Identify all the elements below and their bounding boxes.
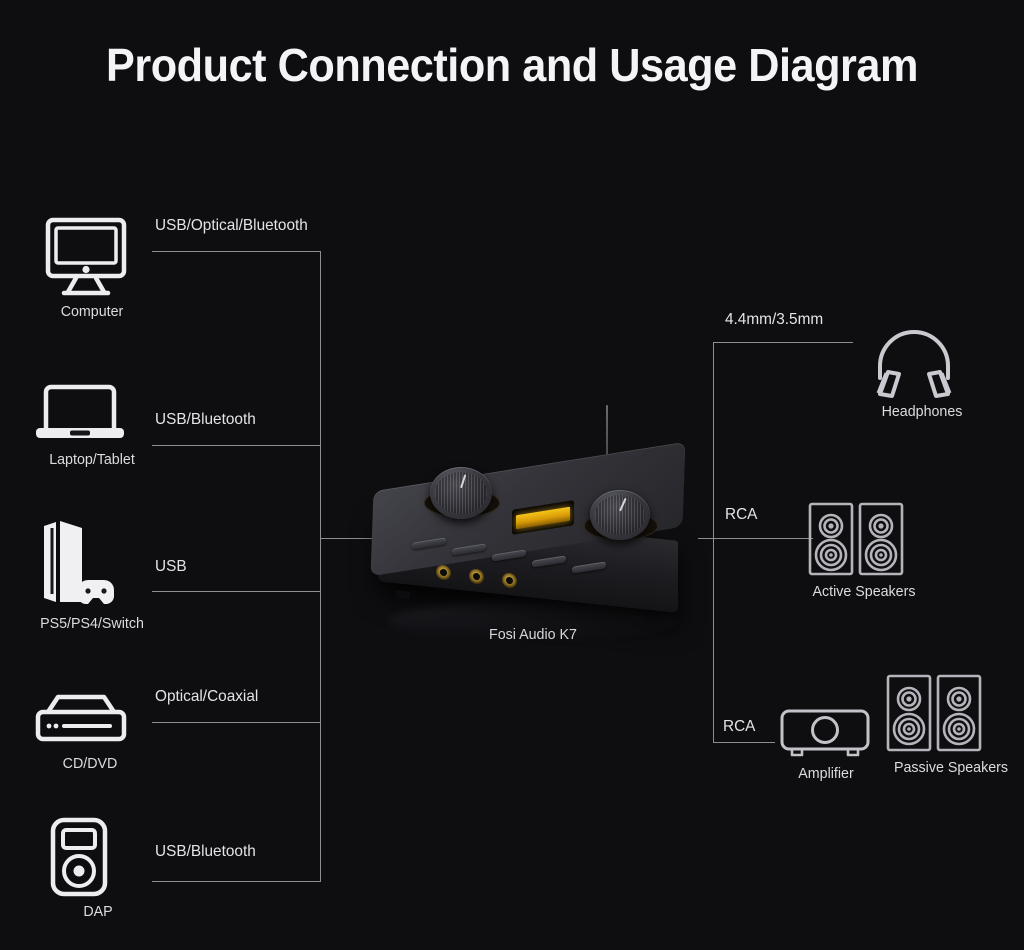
source-node-console: PS5/PS4/Switch <box>22 518 162 632</box>
volume-knob-right[interactable] <box>590 490 650 540</box>
speaker-pair-icon <box>806 500 922 578</box>
device-foot-left <box>396 590 410 600</box>
desktop-monitor-icon <box>42 216 142 298</box>
source-node-computer: Computer <box>42 216 142 320</box>
connection-label-laptop: USB/Bluetooth <box>155 411 256 428</box>
connection-label-headphones: 4.4mm/3.5mm <box>725 311 824 328</box>
wire-branch-amplifier <box>713 742 775 743</box>
wire-branch-laptop <box>152 445 321 446</box>
output-node-passive-speakers: Passive Speakers <box>884 672 1018 776</box>
device-reflection <box>388 601 674 641</box>
wire-branch-console <box>152 591 321 592</box>
amplifier-icon <box>778 708 874 760</box>
volume-knob-left[interactable] <box>430 467 492 519</box>
output-node-headphones: Headphones <box>866 326 978 420</box>
game-console-icon <box>22 518 162 610</box>
connection-label-active-speakers: RCA <box>725 506 758 523</box>
source-node-laptop: Laptop/Tablet <box>32 378 152 468</box>
output-node-active-speakers: Active Speakers <box>806 500 922 600</box>
connection-label-disc-player: Optical/Coaxial <box>155 688 259 705</box>
device-foot-right <box>630 616 644 626</box>
source-node-disc-player: CD/DVD <box>30 692 150 772</box>
output-label-amplifier: Amplifier <box>798 765 854 782</box>
output-label-passive-speakers: Passive Speakers <box>893 759 1009 776</box>
connection-label-console: USB <box>155 558 187 575</box>
output-node-amplifier: Amplifier <box>778 708 874 782</box>
antenna-icon <box>606 405 608 477</box>
wire-branch-dap <box>152 881 321 882</box>
source-label-console: PS5/PS4/Switch <box>40 615 144 632</box>
output-label-active-speakers: Active Speakers <box>812 583 916 600</box>
wire-branch-computer <box>152 251 321 252</box>
connection-label-dap: USB/Bluetooth <box>155 843 256 860</box>
device-fosi-audio-k7 <box>368 405 698 655</box>
wire-branch-headphones <box>713 342 853 343</box>
source-label-computer: Computer <box>60 303 124 320</box>
source-label-laptop: Laptop/Tablet <box>49 451 135 468</box>
wire-left-to-device <box>320 538 385 539</box>
wire-branch-active-speakers <box>713 538 813 539</box>
disc-player-icon <box>30 692 150 750</box>
portable-player-icon <box>48 816 148 898</box>
source-node-dap: DAP <box>48 816 148 920</box>
device-caption: Fosi Audio K7 <box>489 626 577 643</box>
speaker-pair-icon <box>884 672 1018 754</box>
page-title: Product Connection and Usage Diagram <box>106 39 918 91</box>
wire-left-bus <box>320 251 321 881</box>
laptop-icon <box>32 378 152 446</box>
connection-label-computer: USB/Optical/Bluetooth <box>155 217 308 234</box>
source-label-dap: DAP <box>83 903 113 920</box>
headphones-icon <box>866 326 978 398</box>
connection-label-amplifier: RCA <box>723 718 756 735</box>
wire-branch-disc-player <box>152 722 321 723</box>
wire-right-bus <box>713 342 714 742</box>
output-label-headphones: Headphones <box>881 403 963 420</box>
source-label-disc-player: CD/DVD <box>62 755 118 772</box>
